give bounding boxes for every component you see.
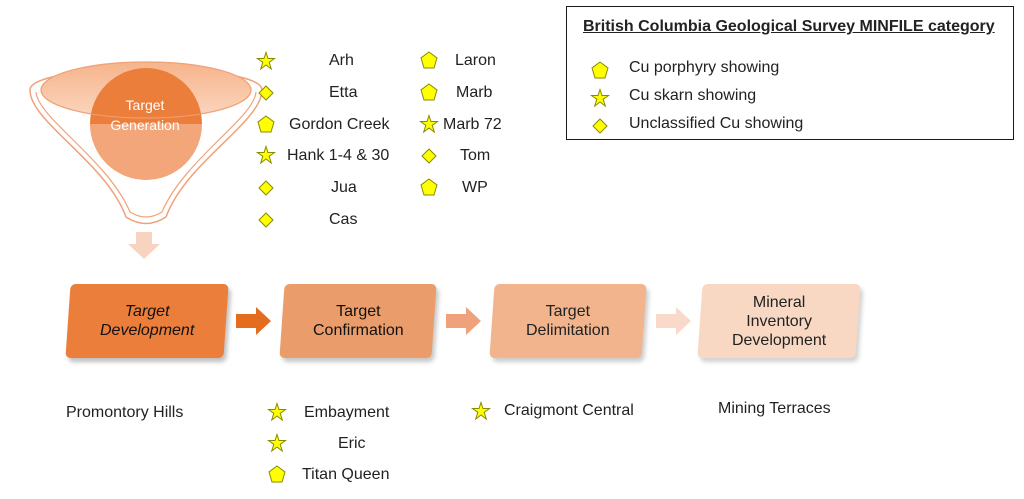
diamond-icon (258, 180, 274, 196)
stage-target-delimitation: Target Delimitation (489, 284, 647, 358)
stage-label: Target Confirmation (312, 303, 404, 339)
diamond-icon (258, 85, 274, 101)
pentagon-icon (420, 83, 438, 101)
pentagon-icon (420, 178, 438, 196)
project-name: Eric (338, 435, 366, 452)
showing-name: Hank 1-4 & 30 (287, 147, 390, 164)
stage-label: Target Development (99, 303, 195, 339)
pentagon-icon (257, 115, 275, 133)
showing-name: Marb 72 (443, 116, 502, 133)
project-name: Craigmont Central (504, 402, 634, 419)
down-arrow-icon (128, 232, 160, 259)
pentagon-icon (268, 465, 286, 483)
showing-name: Gordon Creek (289, 116, 390, 133)
diamond-icon (421, 148, 437, 164)
right-arrow-icon (236, 307, 271, 335)
legend-label: Unclassified Cu showing (629, 115, 804, 132)
showing-name: WP (462, 179, 488, 196)
stage-label: Mineral Inventory Development (731, 293, 827, 349)
showing-name: Etta (329, 84, 358, 101)
project-name: Embayment (304, 404, 390, 421)
project-name: Titan Queen (302, 466, 390, 483)
stage-target-confirmation: Target Confirmation (279, 284, 437, 358)
showing-name: Marb (456, 84, 493, 101)
project-name: Mining Terraces (718, 400, 831, 417)
showing-name: Tom (460, 147, 491, 164)
showing-name: Arh (329, 52, 354, 69)
star-icon (470, 400, 492, 421)
legend-box: British Columbia Geological Survey MINFI… (566, 6, 1014, 140)
stage-target-development: Target Development (65, 284, 229, 358)
stage-mineral-inventory-development: Mineral Inventory Development (697, 284, 861, 358)
funnel-label-line1: Target (125, 97, 165, 113)
showing-name: Cas (329, 211, 358, 228)
star-icon (255, 50, 277, 71)
star-icon (418, 113, 440, 134)
right-arrow-icon (446, 307, 481, 335)
funnel-graphic (29, 61, 263, 225)
right-arrow-icon (656, 307, 691, 335)
pentagon-icon (591, 61, 609, 79)
legend-title: British Columbia Geological Survey MINFI… (583, 18, 995, 35)
legend-label: Cu skarn showing (629, 87, 757, 104)
showing-name: Jua (331, 179, 357, 196)
project-name: Promontory Hills (66, 404, 184, 421)
star-icon (266, 401, 288, 422)
diamond-icon (592, 118, 608, 134)
showing-name: Laron (455, 52, 496, 69)
star-icon (255, 144, 277, 165)
pentagon-icon (420, 51, 438, 69)
star-icon (266, 432, 288, 453)
legend-label: Cu porphyry showing (629, 59, 780, 76)
stage-label: Target Delimitation (526, 303, 610, 339)
diamond-icon (258, 212, 274, 228)
funnel-label-line2: Generation (110, 117, 180, 133)
star-icon (589, 87, 611, 108)
